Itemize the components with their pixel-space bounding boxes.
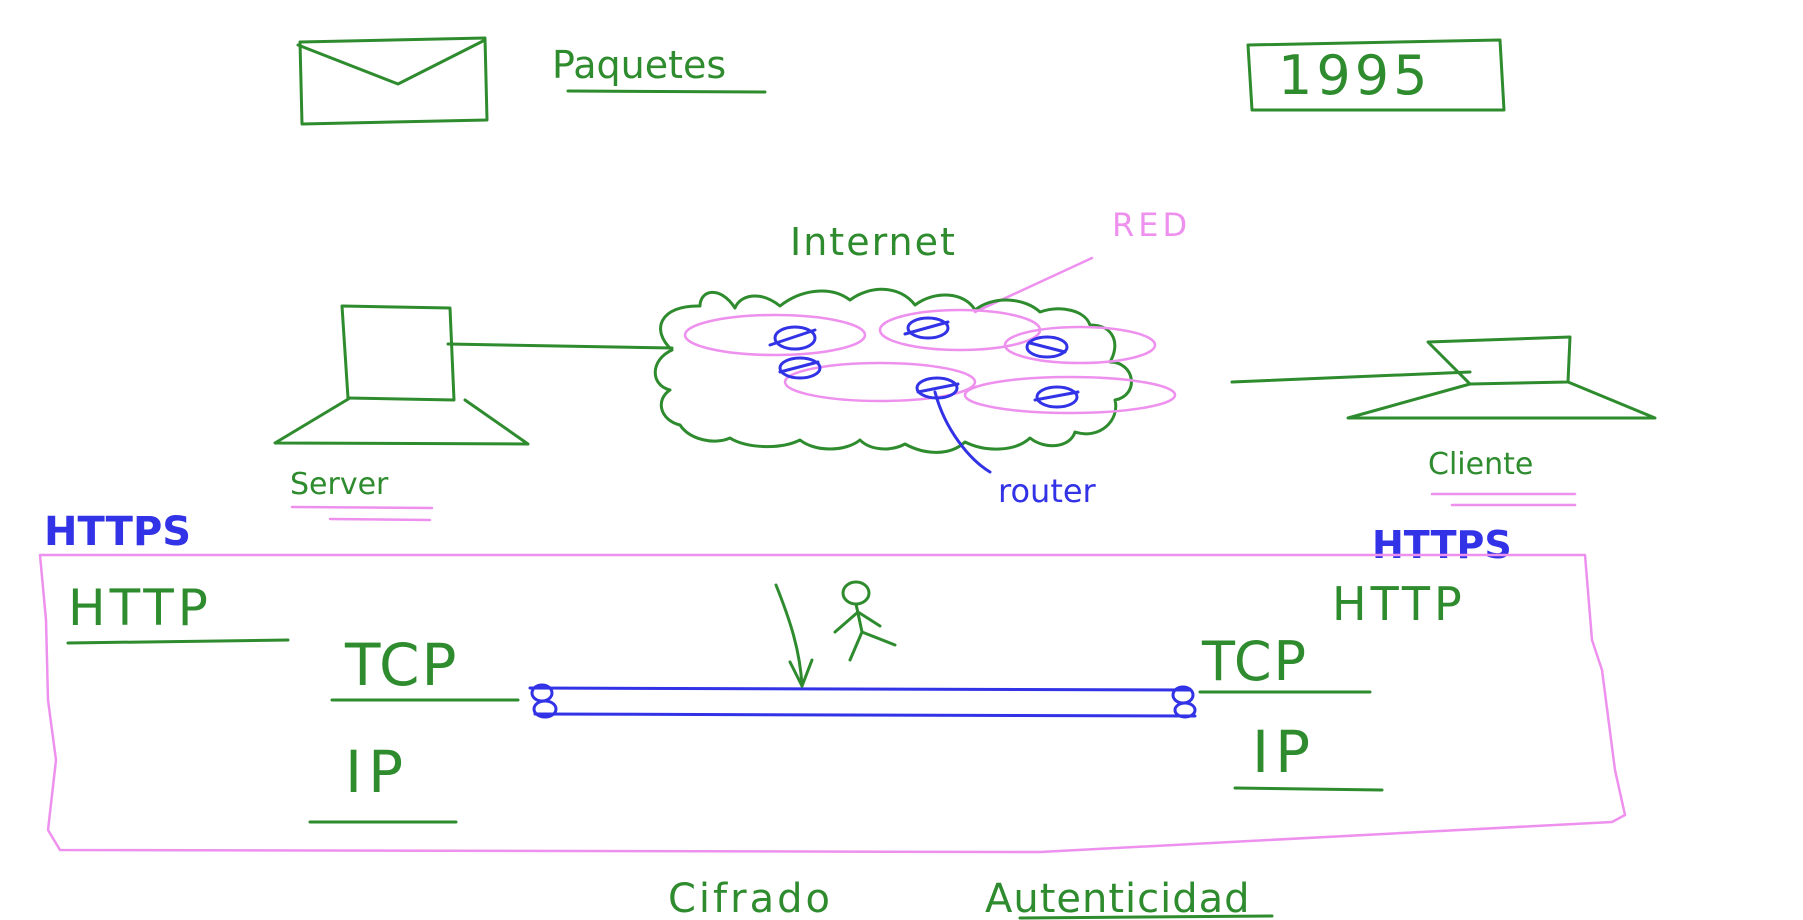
server-label: Server — [290, 467, 389, 502]
paquetes-label: Paquetes — [552, 43, 726, 87]
year-box — [1246, 38, 1506, 112]
cliente-label: Cliente — [1428, 447, 1533, 482]
ip-right-underline — [1233, 786, 1384, 792]
internet-label: Internet — [790, 220, 957, 264]
autenticidad-underline — [1018, 914, 1274, 920]
client-laptop-icon — [1346, 335, 1657, 420]
ip-right-label: IP — [1252, 718, 1316, 786]
red-pointer — [973, 256, 1094, 314]
http-left-label: HTTP — [68, 579, 212, 637]
router-node-icon — [1033, 385, 1080, 409]
paquetes-underline — [566, 89, 767, 94]
stick-figure-icon — [833, 580, 897, 662]
router-node-icon — [903, 316, 950, 340]
server-underline-1 — [290, 505, 434, 510]
ip-left-label: IP — [345, 738, 409, 806]
https-right-label: HTTPS — [1372, 523, 1512, 567]
red-label: RED — [1112, 206, 1191, 244]
router-node-icon — [768, 325, 817, 351]
cloud-client-link — [1230, 370, 1472, 384]
https-left-label: HTTPS — [44, 509, 191, 555]
network-pink-links — [683, 308, 1177, 415]
router-label: router — [998, 472, 1097, 510]
router-node-icon — [778, 356, 822, 380]
envelope-icon — [296, 36, 489, 126]
http-right-label: HTTP — [1332, 577, 1466, 631]
autenticidad-label: Autenticidad — [985, 876, 1251, 920]
https-protocol-box — [38, 553, 1627, 854]
cifrado-label: Cifrado — [668, 876, 833, 920]
down-arrow-icon — [774, 583, 814, 688]
server-laptop-icon — [273, 304, 530, 446]
year-label: 1995 — [1278, 44, 1431, 107]
http-left-underline — [66, 638, 290, 645]
server-cloud-link — [446, 342, 674, 350]
internet-cloud — [653, 287, 1133, 454]
tcp-connection-tunnel — [528, 683, 1197, 719]
server-underline-2 — [328, 517, 432, 522]
router-node-icon — [915, 376, 960, 400]
router-node-icon — [1025, 335, 1069, 359]
router-pointer — [933, 390, 992, 474]
tcp-right-label: TCP — [1201, 630, 1308, 693]
tcp-left-label: TCP — [344, 631, 459, 699]
